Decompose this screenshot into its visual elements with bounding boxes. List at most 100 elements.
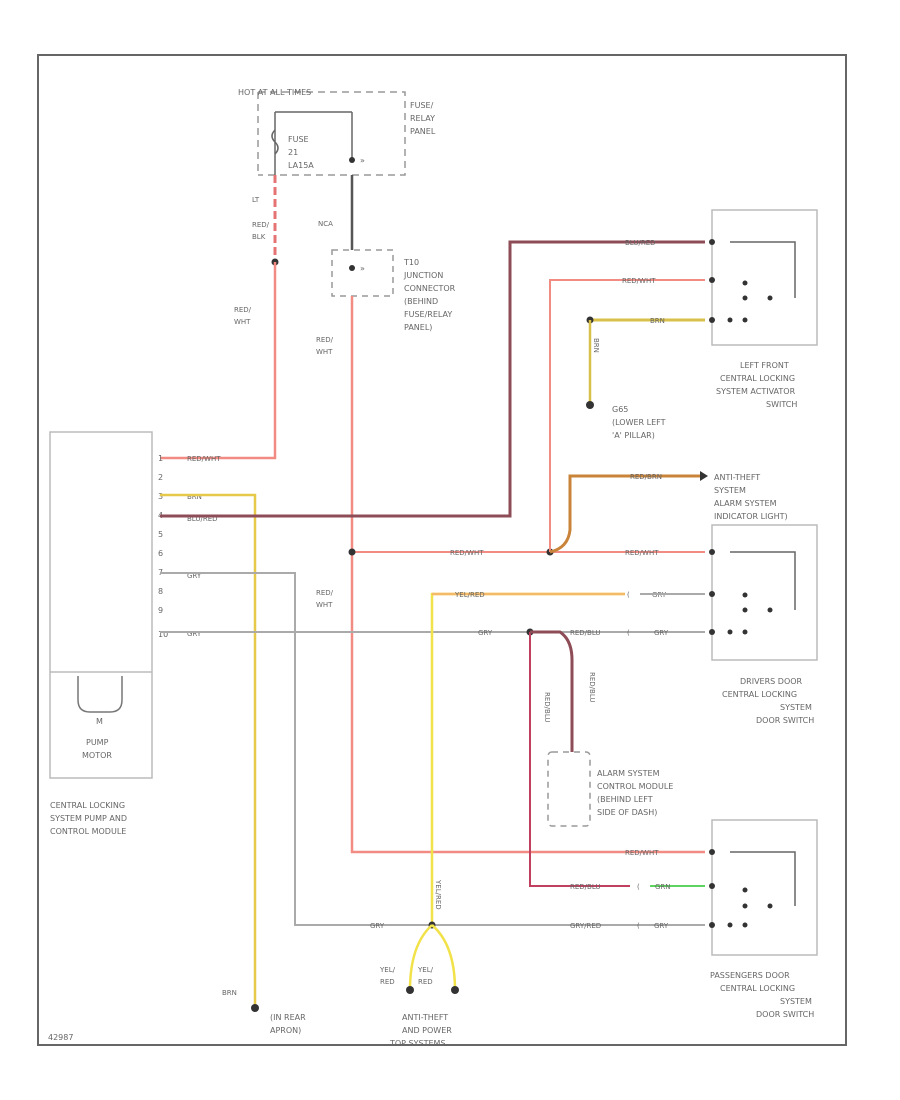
wire-label-mid-redwht: RED/WHT — [450, 549, 484, 557]
wire-label-lf-brn-v: BRN — [592, 338, 600, 353]
wire-label-mid-gry: GRY — [478, 629, 493, 637]
alarm-system-control-module: ALARM SYSTEM CONTROL MODULE (BEHIND LEFT… — [547, 751, 673, 827]
wire-label-pd-gryred: GRY/RED — [570, 922, 601, 930]
wire-label-m-gry2: GRY — [187, 630, 202, 638]
fuse-relay-panel: HOT AT ALL TIMES FUSE/ RELAY PANEL FUSE … — [238, 88, 436, 176]
wire-label-lf-blured: BLU/RED — [625, 239, 656, 247]
svg-text:»: » — [360, 264, 365, 273]
anti-theft-label-3: ALARM SYSTEM — [714, 499, 777, 508]
module-name-3: CONTROL MODULE — [50, 827, 126, 836]
wire-label-lf-brn: BRN — [650, 317, 665, 325]
lf-switch-label-4: SWITCH — [766, 400, 797, 409]
alarm-module-label-3: (BEHIND LEFT — [597, 795, 653, 804]
alarm-module-label-2: CONTROL MODULE — [597, 782, 673, 791]
junction-label-2: JUNCTION — [403, 271, 443, 280]
passenger-switch-label-3: SYSTEM — [780, 997, 812, 1006]
driver-switch-label-4: DOOR SWITCH — [756, 716, 814, 725]
wire-label-pd-redblu: RED/BLU — [570, 883, 601, 891]
wire-label-red-wht-2b: WHT — [316, 348, 333, 356]
passenger-switch-label-4: DOOR SWITCH — [756, 1010, 814, 1019]
svg-text:(: ( — [637, 883, 640, 891]
module-pin-1: 1 — [158, 454, 163, 463]
module-pin-3: 3 — [158, 492, 163, 501]
junction-label-6: PANEL) — [404, 323, 432, 332]
wire-label-yel-red-b1: YEL/ — [417, 966, 434, 974]
alarm-module-label-1: ALARM SYSTEM — [597, 769, 660, 778]
passenger-switch-label-2: CENTRAL LOCKING — [720, 984, 795, 993]
anti-theft-label-1: ANTI-THEFT — [714, 473, 760, 482]
wire-label-red-wht-3b: WHT — [316, 601, 333, 609]
wire-label-red-wht-2a: RED/ — [316, 336, 334, 344]
anti-theft-label-4: INDICATOR LIGHT) — [714, 512, 788, 521]
wire-label-m-redwht: RED/WHT — [187, 455, 221, 463]
wire-label-dd-redwht: RED/WHT — [625, 549, 659, 557]
junction-label-3: CONNECTOR — [404, 284, 456, 293]
wire-label-v-redblu2: RED/BLU — [588, 672, 596, 703]
rear-apron-label-2: APRON) — [270, 1026, 301, 1035]
module-pin-10: 10 — [158, 630, 168, 639]
module-name-2: SYSTEM PUMP AND — [50, 814, 127, 823]
wire-label-brn-ground: BRN — [222, 989, 237, 997]
wire-label-pd-redwht: RED/WHT — [625, 849, 659, 857]
pump-motor-label-2: MOTOR — [82, 751, 112, 760]
left-front-activator-switch: LEFT FRONT CENTRAL LOCKING SYSTEM ACTIVA… — [709, 209, 818, 409]
anti-theft-label-2: SYSTEM — [714, 486, 746, 495]
wire-label-v-redblu1: RED/BLU — [543, 692, 551, 723]
anti-theft-bottom-label-2: AND POWER — [402, 1026, 452, 1035]
central-locking-module: 1 2 3 4 5 6 7 8 9 10 M PUMP MOTOR CENTRA… — [49, 431, 168, 836]
svg-text:(: ( — [627, 591, 630, 599]
fuse-panel-label-3: PANEL — [410, 127, 436, 136]
drivers-door-switch: DRIVERS DOOR CENTRAL LOCKING SYSTEM DOOR… — [709, 524, 818, 725]
module-pin-5: 5 — [158, 530, 163, 539]
fuse-21-symbol — [271, 129, 279, 155]
wire-label-pd-gry: GRY — [370, 922, 385, 930]
module-pin-8: 8 — [158, 587, 163, 596]
alarm-module-label-4: SIDE OF DASH) — [597, 808, 657, 817]
driver-switch-label-3: SYSTEM — [780, 703, 812, 712]
wire-label-lt: LT — [252, 196, 260, 204]
wire-label-redblu: RED/BLU — [570, 629, 601, 637]
wire-label-red-wht-3a: RED/ — [316, 589, 334, 597]
wire-label-pd-grn: GRN — [655, 883, 671, 891]
module-name-1: CENTRAL LOCKING — [50, 801, 125, 810]
wire-label-yelred: YEL/RED — [454, 591, 485, 599]
g65-label-1: G65 — [612, 405, 628, 414]
junction-label-1: T10 — [403, 258, 419, 267]
module-pin-6: 6 — [158, 549, 163, 558]
pump-motor-symbol — [77, 676, 123, 713]
driver-switch-label-2: CENTRAL LOCKING — [722, 690, 797, 699]
fuse-panel-label-2: RELAY — [410, 114, 435, 123]
wire-label-v-yelred: YEL/RED — [434, 879, 442, 910]
wire-label-yel-red-a1: YEL/ — [379, 966, 396, 974]
fuse-label-2: 21 — [288, 148, 298, 157]
wire-label-dd-gry2: GRY — [654, 629, 669, 637]
svg-text:»: » — [360, 156, 365, 165]
wire-label-yel-red-b2: RED — [418, 978, 433, 986]
wire-label-red-blk-1: RED/ — [252, 221, 270, 229]
lf-switch-label-1: LEFT FRONT — [740, 361, 789, 370]
svg-text:(: ( — [627, 629, 630, 637]
svg-text:(: ( — [637, 922, 640, 930]
junction-label-5: FUSE/RELAY — [404, 310, 452, 319]
module-pin-2: 2 — [158, 473, 163, 482]
diagram-border — [37, 54, 847, 1046]
lf-switch-label-3: SYSTEM ACTIVATOR — [716, 387, 796, 396]
rear-apron-label-1: (IN REAR — [270, 1013, 306, 1022]
pump-motor-label-1: PUMP — [86, 738, 109, 747]
t10-junction-connector: » T10 JUNCTION CONNECTOR (BEHIND FUSE/RE… — [331, 249, 456, 332]
passenger-switch-label-1: PASSENGERS DOOR — [710, 971, 790, 980]
wire-label-red-wht-1b: WHT — [234, 318, 251, 326]
g65-label-3: 'A' PILLAR) — [612, 431, 655, 440]
module-pin-9: 9 — [158, 606, 163, 615]
wire-label-at-redbrn: RED/BRN — [630, 473, 662, 481]
wire-label-red-blk-2: BLK — [252, 233, 266, 241]
wire-label-lf-redwht: RED/WHT — [622, 277, 656, 285]
anti-theft-bottom-label-3: TOP SYSTEMS — [389, 1039, 446, 1048]
driver-switch-label-1: DRIVERS DOOR — [740, 677, 803, 686]
fuse-panel-label-1: FUSE/ — [410, 101, 434, 110]
anti-theft-indicator: ANTI-THEFT SYSTEM ALARM SYSTEM INDICATOR… — [714, 473, 788, 521]
anti-theft-bottom-label-1: ANTI-THEFT — [402, 1013, 448, 1022]
passengers-door-switch: PASSENGERS DOOR CENTRAL LOCKING SYSTEM D… — [709, 819, 818, 1019]
lf-switch-label-2: CENTRAL LOCKING — [720, 374, 795, 383]
